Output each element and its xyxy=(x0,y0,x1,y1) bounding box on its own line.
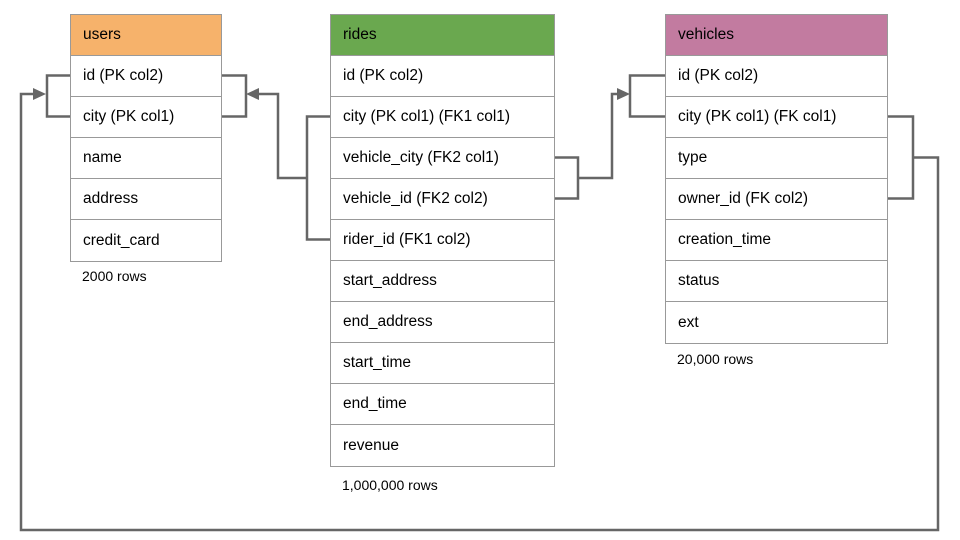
table-row: creation_time xyxy=(666,220,887,261)
fk-arrowhead-icon xyxy=(33,88,46,100)
table-row: id (PK col2) xyxy=(71,56,221,97)
fk-perimeter-branch-line xyxy=(19,92,940,532)
table-vehicles-columns: id (PK col2)city (PK col1) (FK col1)type… xyxy=(666,56,887,343)
table-rides[interactable]: rides id (PK col2)city (PK col1) (FK1 co… xyxy=(330,14,555,467)
table-row: revenue xyxy=(331,425,554,466)
table-row: owner_id (FK col2) xyxy=(666,179,887,220)
table-vehicles-header: vehicles xyxy=(666,15,887,56)
table-users-header: users xyxy=(71,15,221,56)
table-vehicles[interactable]: vehicles id (PK col2)city (PK col1) (FK … xyxy=(665,14,888,344)
table-row: city (PK col1) (FK1 col1) xyxy=(331,97,554,138)
table-vehicles-rowcount: 20,000 rows xyxy=(677,351,754,367)
fk1-rides-bus-line xyxy=(305,115,330,241)
vehicles-left-bracket-line xyxy=(628,74,665,118)
table-row: city (PK col1) (FK col1) xyxy=(666,97,887,138)
table-vehicles-title: vehicles xyxy=(678,26,734,43)
table-row: address xyxy=(71,179,221,220)
table-row: vehicle_id (FK2 col2) xyxy=(331,179,554,220)
table-row: city (PK col1) xyxy=(71,97,221,138)
table-row: start_address xyxy=(331,261,554,302)
table-row: vehicle_city (FK2 col1) xyxy=(331,138,554,179)
table-row: credit_card xyxy=(71,220,221,261)
table-row: id (PK col2) xyxy=(331,56,554,97)
table-users-rowcount: 2000 rows xyxy=(82,268,147,284)
fk1-branch-line xyxy=(259,92,307,180)
table-row: rider_id (FK1 col2) xyxy=(331,220,554,261)
table-rides-columns: id (PK col2)city (PK col1) (FK1 col1)veh… xyxy=(331,56,554,466)
table-row: id (PK col2) xyxy=(666,56,887,97)
fk1-arrowhead-icon xyxy=(246,88,259,100)
users-right-bracket-line xyxy=(220,74,248,118)
table-rides-title: rides xyxy=(343,26,377,43)
table-rides-header: rides xyxy=(331,15,554,56)
table-rides-rowcount: 1,000,000 rows xyxy=(342,477,438,493)
fk2-arrowhead-icon xyxy=(617,88,630,100)
fk2-branch-line xyxy=(578,92,618,180)
fk2-rides-bus-line xyxy=(553,156,580,200)
table-row: start_time xyxy=(331,343,554,384)
users-left-bracket-line xyxy=(45,74,70,118)
fk-vehicles-bus-line xyxy=(886,115,915,200)
table-users-title: users xyxy=(83,26,121,43)
table-row: status xyxy=(666,261,887,302)
table-row: ext xyxy=(666,302,887,343)
table-row: type xyxy=(666,138,887,179)
table-row: end_address xyxy=(331,302,554,343)
table-row: name xyxy=(71,138,221,179)
table-row: end_time xyxy=(331,384,554,425)
